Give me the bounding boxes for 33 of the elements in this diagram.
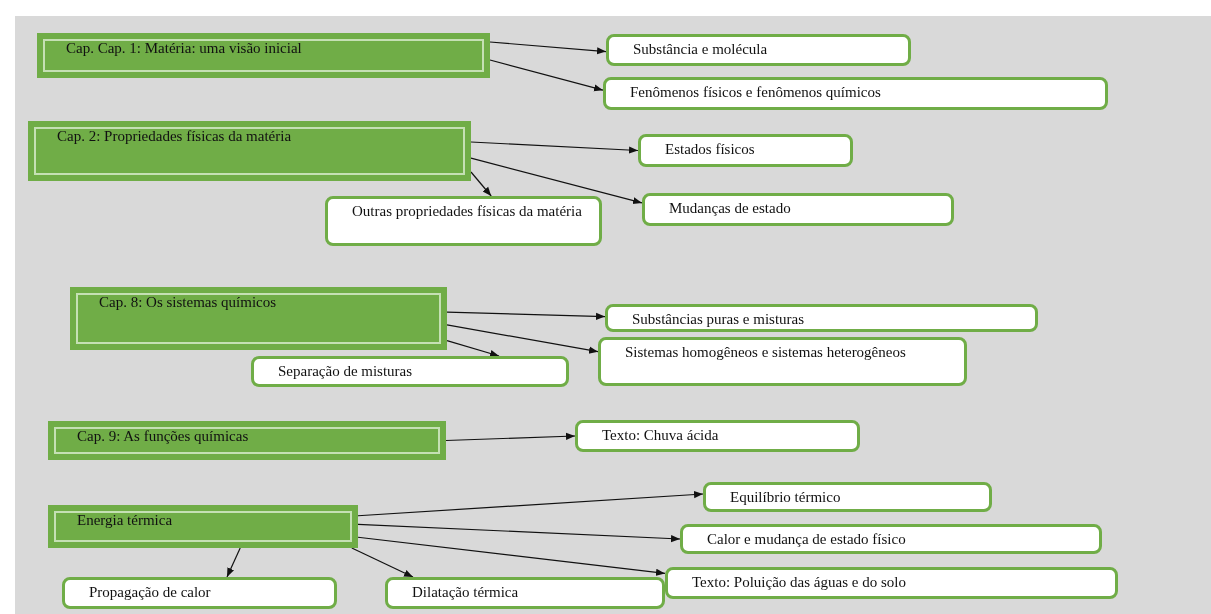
topic-box: Sistemas homogêneos e sistemas heterogêneos bbox=[598, 337, 967, 386]
topic-box: Estados físicos bbox=[638, 134, 853, 167]
chapter-box: Cap. 9: As funções químicas bbox=[48, 421, 446, 460]
topic-box: Texto: Chuva ácida bbox=[575, 420, 860, 452]
arrow bbox=[351, 547, 414, 578]
topic-box: Substâncias puras e misturas bbox=[605, 304, 1038, 332]
topic-box: Mudanças de estado bbox=[642, 193, 954, 226]
arrow bbox=[357, 536, 666, 576]
arrow bbox=[470, 157, 643, 205]
chapter-box: Energia térmica bbox=[48, 505, 358, 548]
arrow bbox=[470, 141, 639, 154]
arrow bbox=[446, 339, 500, 357]
arrow bbox=[489, 41, 607, 55]
topic-box: Outras propriedades físicas da matéria bbox=[325, 196, 602, 246]
arrow bbox=[357, 523, 681, 543]
chapter-box: Cap. 8: Os sistemas químicos bbox=[70, 287, 447, 350]
arrow bbox=[357, 490, 704, 517]
arrow bbox=[470, 171, 492, 197]
chapter-box: Cap. 2: Propriedades físicas da matéria bbox=[28, 121, 471, 181]
topic-box: Calor e mudança de estado físico bbox=[680, 524, 1102, 554]
arrow bbox=[226, 547, 241, 578]
arrow bbox=[446, 324, 599, 354]
topic-box: Propagação de calor bbox=[62, 577, 337, 609]
topic-box: Fenômenos físicos e fenômenos químicos bbox=[603, 77, 1108, 110]
topic-box: Separação de misturas bbox=[251, 356, 569, 387]
chapter-box: Cap. Cap. 1: Matéria: uma visão inicial bbox=[37, 33, 490, 78]
arrow bbox=[446, 311, 606, 320]
topic-box: Texto: Poluição das águas e do solo bbox=[665, 567, 1118, 599]
topic-box: Dilatação térmica bbox=[385, 577, 665, 609]
arrow bbox=[489, 59, 604, 92]
topic-box: Substância e molécula bbox=[606, 34, 911, 66]
topic-box: Equilíbrio térmico bbox=[703, 482, 992, 512]
arrow bbox=[445, 432, 576, 442]
